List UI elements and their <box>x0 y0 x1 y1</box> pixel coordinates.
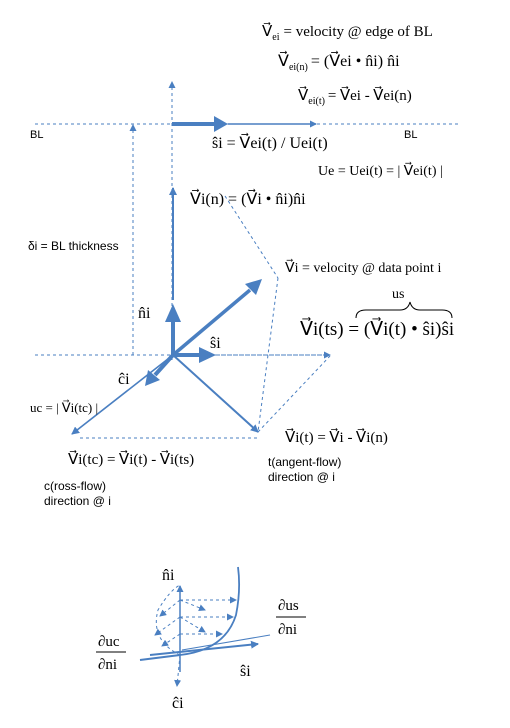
eq-vi-def: V⃗i = velocity @ data point i <box>285 258 441 276</box>
eq-vts-def: V⃗i(ts) = (V⃗i(t) • ŝi)ŝi <box>300 317 454 340</box>
lower-c-hat: ĉi <box>172 695 184 712</box>
tangent-label-1: t(angent-flow) <box>268 455 341 469</box>
combined-arrow-2 <box>179 616 206 633</box>
lower-dus-num: ∂us <box>278 598 299 614</box>
uc-arrow-2 <box>154 616 181 636</box>
tangent-label-2: direction @ i <box>268 470 335 484</box>
construction-right <box>257 277 279 433</box>
crossflow-label-1: c(ross-flow) <box>44 479 106 493</box>
se-vector-head <box>214 116 228 132</box>
lower-n-hat: n̂i <box>162 567 175 584</box>
construction-top <box>224 195 279 279</box>
vi-t-vector <box>172 354 259 433</box>
eq-ve-def: V⃗ei= velocity @ edge of BL <box>262 21 433 43</box>
vi-head <box>245 279 262 295</box>
uc-profile-curve <box>155 584 181 656</box>
lower-s-hat: ŝi <box>240 663 251 680</box>
eq-ve-n: V⃗ei(n)= (V⃗ei • n̂i) n̂i <box>278 50 400 73</box>
delta-label: δi = BL thickness <box>28 239 119 253</box>
construction-diag <box>257 355 331 433</box>
lower-duc-num: ∂uc <box>98 634 120 650</box>
uc-arrow-3 <box>161 633 181 647</box>
crossflow-label-2: direction @ i <box>44 494 111 508</box>
us-brace <box>355 301 453 319</box>
s-hat-label: ŝi <box>210 335 221 352</box>
duc-tangent <box>139 654 181 661</box>
dus-tangent <box>181 634 271 651</box>
eq-uc-def: uc = | V⃗i(tc) | <box>30 400 98 415</box>
lower-duc-den: ∂ni <box>98 657 117 673</box>
n-hat-label: n̂i <box>138 305 151 322</box>
eq-vt-def: V⃗i(t) = V⃗i - V⃗i(n) <box>285 427 388 446</box>
s-hat-head <box>199 347 216 363</box>
vi-vector <box>171 288 252 357</box>
eq-s-def: ŝi = V⃗ei(t) / Uei(t) <box>212 132 328 152</box>
us-label: us <box>392 287 404 302</box>
eq-vtc-def: V⃗i(tc) = V⃗i(t) - V⃗i(ts) <box>68 449 194 468</box>
eq-ve-t: V⃗ei(t)= V⃗ei - V⃗ei(n) <box>298 85 412 107</box>
uc-arrow-1 <box>159 599 181 617</box>
eq-ue-def: Ue = Uei(t) = | V⃗ei(t) | <box>318 161 443 179</box>
bl-right-label: BL <box>404 129 417 141</box>
bl-left-label: BL <box>30 129 43 141</box>
combined-arrow-1 <box>179 599 206 612</box>
lower-dus-den: ∂ni <box>278 622 297 638</box>
c-hat-label: ĉi <box>118 371 130 388</box>
us-profile-curve <box>179 566 241 656</box>
lower-c-axis <box>174 654 182 687</box>
vi-tc-vector <box>71 354 174 435</box>
n-hat-head <box>165 304 181 322</box>
eq-vn-def: V⃗i(n) = (V⃗i • n̂i)n̂i <box>190 188 306 208</box>
